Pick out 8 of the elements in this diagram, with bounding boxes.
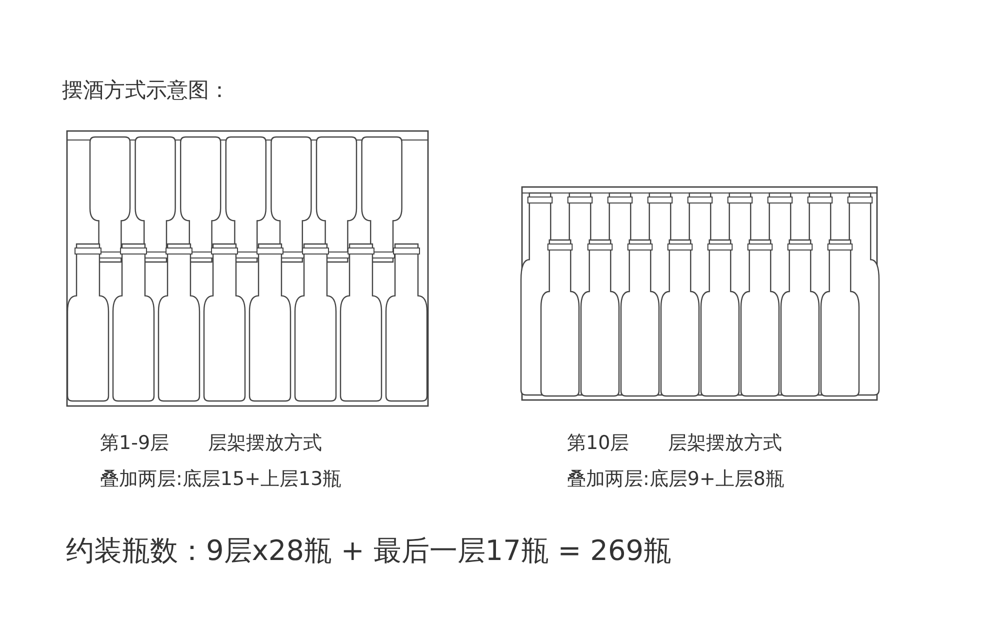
bottle-count-note: 约装瓶数：9层x28瓶 + 最后一层17瓶 = 269瓶: [66, 533, 672, 569]
layer-caption: 层架摆放方式: [668, 431, 782, 456]
diagram-title: 摆酒方式示意图：: [62, 77, 230, 104]
layer-caption: 叠加两层:底层9+上层8瓶: [567, 467, 784, 492]
layer-caption: 第1-9层: [100, 431, 170, 456]
layer-caption: 层架摆放方式: [208, 431, 322, 456]
layer-caption: 叠加两层:底层15+上层13瓶: [100, 467, 342, 492]
layer-caption: 第10层: [567, 431, 630, 456]
